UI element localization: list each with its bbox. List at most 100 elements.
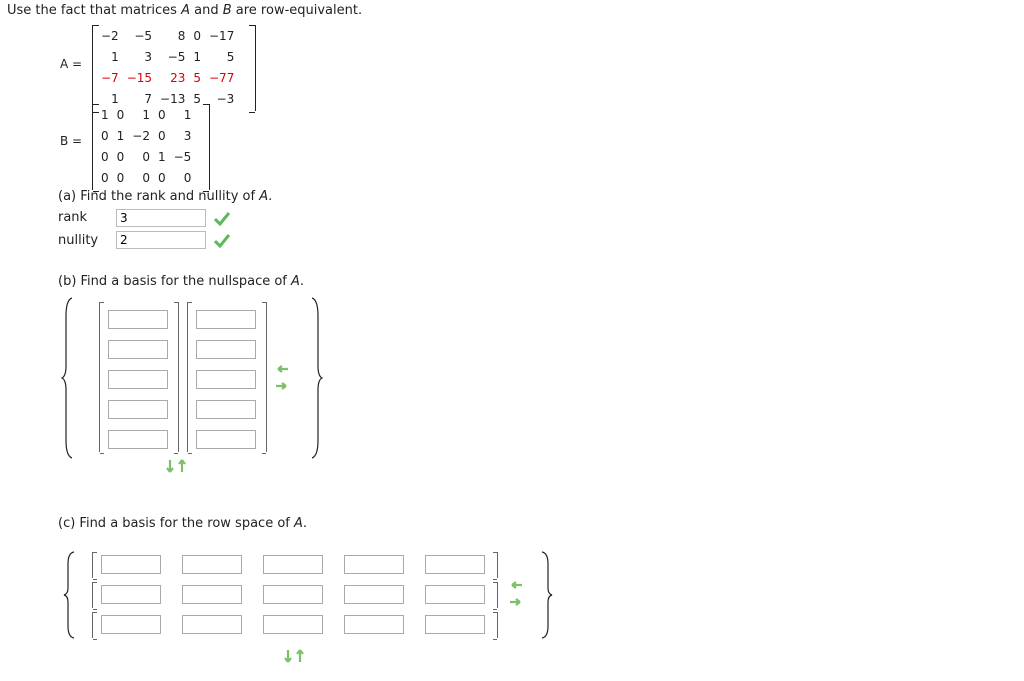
matrix-a-cell: 7 bbox=[144, 91, 153, 106]
matrix-a-cell: −2 bbox=[101, 28, 119, 43]
matrix-b-cell: 0 bbox=[101, 128, 109, 143]
matrix-a-cell: −5 bbox=[167, 49, 186, 64]
matrix-a-label: A = bbox=[60, 57, 83, 71]
matrix-a-cell: 0 bbox=[193, 28, 201, 43]
check-icon bbox=[214, 212, 230, 226]
matrix-b-cell: 0 bbox=[183, 170, 192, 185]
rowspace-v2-input-3[interactable] bbox=[263, 585, 323, 604]
nullspace-vector-1 bbox=[99, 302, 179, 454]
nullspace-v2-input-3[interactable] bbox=[196, 370, 256, 389]
matrix-b-cell: 0 bbox=[142, 170, 150, 185]
matrix-a-row: −7 −15 23 5 −77 bbox=[97, 67, 238, 88]
matrix-b-cell: −2 bbox=[132, 128, 150, 143]
matrix-a-cell: 3 bbox=[144, 49, 153, 64]
rowspace-v3-input-3[interactable] bbox=[263, 615, 323, 634]
rowspace-v2-input-5[interactable] bbox=[425, 585, 485, 604]
matrix-b-cell: 0 bbox=[157, 170, 166, 185]
matrix-a-cell: 5 bbox=[193, 91, 201, 106]
rowspace-v2-input-4[interactable] bbox=[344, 585, 404, 604]
right-brace bbox=[541, 551, 553, 639]
matrix-b-cell: 1 bbox=[101, 107, 109, 122]
part-a-question: (a) Find the rank and nullity of A. bbox=[58, 189, 273, 204]
rank-label: rank bbox=[58, 210, 88, 225]
matrix-a-cell: 5 bbox=[226, 49, 235, 64]
matrix-a-cell: −5 bbox=[134, 28, 153, 43]
nullspace-v2-input-5[interactable] bbox=[196, 430, 256, 449]
matrix-a-cell: 1 bbox=[111, 49, 119, 64]
rowspace-vector-1 bbox=[92, 552, 498, 580]
rowspace-vector-2 bbox=[92, 582, 498, 610]
problem-statement: Use the fact that matrices A and B are r… bbox=[7, 3, 363, 18]
matrix-b-cell: 1 bbox=[116, 128, 125, 143]
matrix-a-cell: 8 bbox=[177, 28, 186, 43]
nullspace-v2-input-4[interactable] bbox=[196, 400, 256, 419]
matrix-b-cell: 0 bbox=[142, 149, 150, 164]
nullity-input[interactable] bbox=[116, 231, 206, 249]
rowspace-v3-input-4[interactable] bbox=[344, 615, 404, 634]
nullspace-v1-input-3[interactable] bbox=[108, 370, 168, 389]
matrix-a-row: 1 3 −5 1 5 bbox=[97, 46, 238, 67]
matrix-a-row: 1 7 −13 5 −3 bbox=[97, 88, 238, 109]
arrow-left-right-icon[interactable] bbox=[508, 580, 524, 608]
rowspace-v1-input-4[interactable] bbox=[344, 555, 404, 574]
part-c-question: (c) Find a basis for the row space of A. bbox=[58, 516, 308, 531]
nullspace-v2-input-1[interactable] bbox=[196, 310, 256, 329]
matrix-a-cell: −3 bbox=[216, 91, 235, 106]
nullspace-vector-2 bbox=[187, 302, 267, 454]
matrix-b-label: B = bbox=[60, 134, 83, 148]
matrix-a-cell: −7 bbox=[101, 70, 119, 85]
matrix-b-cell: 0 bbox=[101, 170, 109, 185]
matrix-a-cell: 5 bbox=[193, 70, 201, 85]
arrow-down-up-icon[interactable] bbox=[164, 458, 190, 474]
matrix-b-cell: 3 bbox=[183, 128, 192, 143]
matrix-b-cell: 1 bbox=[157, 149, 166, 164]
matrix-a-cell: 1 bbox=[111, 91, 119, 106]
rowspace-v2-input-2[interactable] bbox=[182, 585, 242, 604]
rowspace-v1-input-1[interactable] bbox=[101, 555, 161, 574]
nullspace-v2-input-2[interactable] bbox=[196, 340, 256, 359]
rowspace-v3-input-2[interactable] bbox=[182, 615, 242, 634]
rowspace-v2-input-1[interactable] bbox=[101, 585, 161, 604]
rowspace-v1-input-2[interactable] bbox=[182, 555, 242, 574]
matrix-a-cell: −15 bbox=[126, 70, 153, 85]
rowspace-vector-3 bbox=[92, 612, 498, 640]
matrix-a-cell: 1 bbox=[193, 49, 201, 64]
matrix-b-cell: 0 bbox=[157, 107, 166, 122]
nullspace-v1-input-4[interactable] bbox=[108, 400, 168, 419]
rowspace-v1-input-5[interactable] bbox=[425, 555, 485, 574]
matrix-b-cell: 0 bbox=[116, 107, 125, 122]
part-b-question: (b) Find a basis for the nullspace of A. bbox=[58, 274, 305, 289]
nullspace-v1-input-5[interactable] bbox=[108, 430, 168, 449]
matrix-b-cell: 1 bbox=[183, 107, 192, 122]
rowspace-v3-input-1[interactable] bbox=[101, 615, 161, 634]
matrix-b-cell: 0 bbox=[157, 128, 166, 143]
nullspace-v1-input-2[interactable] bbox=[108, 340, 168, 359]
matrix-a-cell: −13 bbox=[160, 91, 186, 106]
matrix-a-cell: 23 bbox=[170, 70, 186, 85]
matrix-a-cell: −77 bbox=[209, 70, 235, 85]
left-brace bbox=[60, 297, 73, 459]
matrix-a-cell: −17 bbox=[209, 28, 235, 43]
nullity-label: nullity bbox=[58, 233, 99, 248]
matrix-b-cell: 0 bbox=[116, 170, 125, 185]
matrix-b-cell: 0 bbox=[101, 149, 109, 164]
left-brace bbox=[63, 551, 75, 639]
right-brace bbox=[311, 297, 324, 459]
arrow-down-up-icon[interactable] bbox=[282, 648, 308, 664]
check-icon bbox=[214, 234, 230, 248]
matrix-b-cell: 1 bbox=[142, 107, 150, 122]
nullspace-v1-input-1[interactable] bbox=[108, 310, 168, 329]
arrow-left-right-icon[interactable] bbox=[274, 364, 290, 392]
matrix-b-cell: −5 bbox=[173, 149, 192, 164]
matrix-b-cell: 0 bbox=[116, 149, 125, 164]
rank-input[interactable] bbox=[116, 209, 206, 227]
rowspace-v1-input-3[interactable] bbox=[263, 555, 323, 574]
rowspace-v3-input-5[interactable] bbox=[425, 615, 485, 634]
